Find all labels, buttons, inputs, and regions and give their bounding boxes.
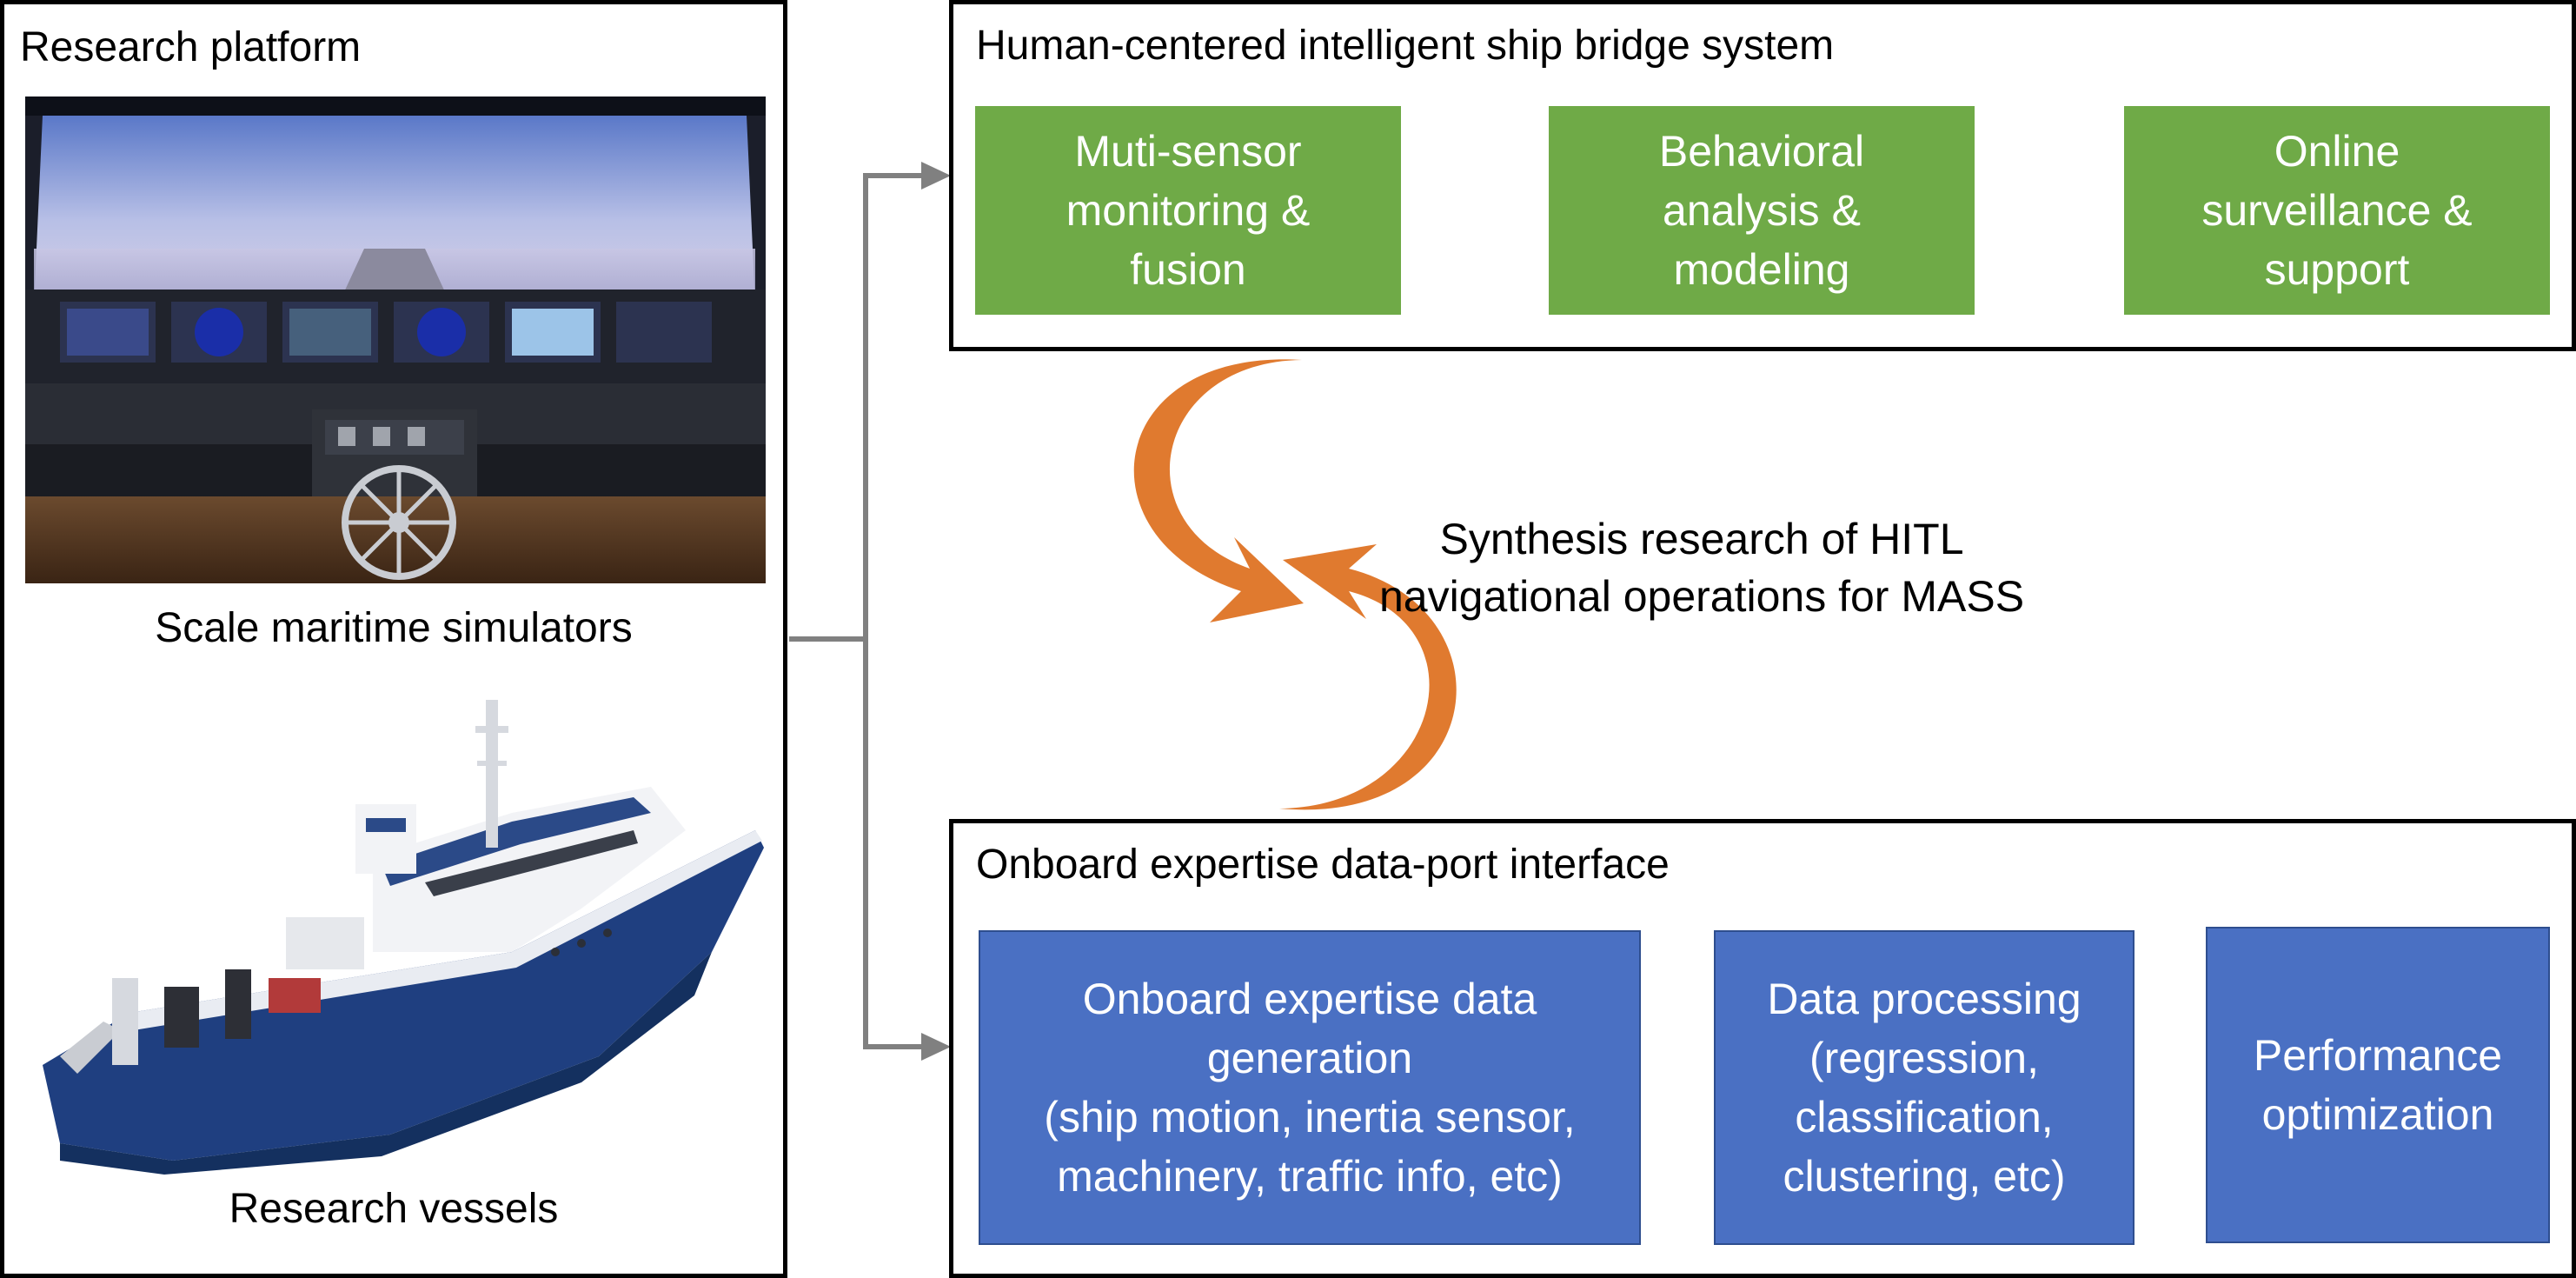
data-processing-text: Data processing (regression, classificat… xyxy=(1767,975,2081,1201)
connector-arrowhead-bottom xyxy=(921,1033,951,1061)
performance-optimization-text: Performance optimization xyxy=(2253,1031,2503,1139)
performance-optimization-node: Performance optimization xyxy=(2206,927,2550,1243)
cycle-arrow-up xyxy=(1279,544,1457,810)
data-generation-text: Onboard expertise data generation (ship … xyxy=(1044,975,1576,1201)
research-platform-title: Research platform xyxy=(20,24,362,70)
synthesis-line-1: Synthesis research of HITL xyxy=(1439,515,1964,563)
data-port-title: Onboard expertise data-port interface xyxy=(976,842,1670,888)
behavioral-analysis-text: Behavioral analysis & modeling xyxy=(1658,127,1865,294)
sensor-monitoring-node: Muti-sensor monitoring & fusion xyxy=(975,106,1401,315)
research-platform-panel: Research platform xyxy=(0,0,787,1278)
platform-connector xyxy=(789,173,921,642)
connector-arrowhead-top xyxy=(921,162,951,190)
research-vessel-image xyxy=(43,700,764,1175)
platform-connector-lower xyxy=(863,639,921,1049)
data-processing-node: Data processing (regression, classificat… xyxy=(1714,930,2134,1245)
online-surveillance-node: Online surveillance & support xyxy=(2124,106,2550,315)
synthesis-line-2: navigational operations for MASS xyxy=(1378,572,2025,621)
sensor-monitoring-text: Muti-sensor monitoring & fusion xyxy=(1066,127,1311,294)
data-generation-node: Onboard expertise data generation (ship … xyxy=(979,930,1641,1245)
synthesis-research-text: Synthesis research of HITL navigational … xyxy=(1345,510,2058,625)
bridge-system-title: Human-centered intelligent ship bridge s… xyxy=(976,23,1835,69)
cycle-arrow-down xyxy=(1133,359,1304,622)
behavioral-analysis-node: Behavioral analysis & modeling xyxy=(1549,106,1975,315)
online-surveillance-text: Online surveillance & support xyxy=(2201,127,2473,294)
vessel-caption: Research vessels xyxy=(229,1186,559,1232)
simulator-caption: Scale maritime simulators xyxy=(155,605,633,651)
simulator-photo xyxy=(25,97,766,583)
